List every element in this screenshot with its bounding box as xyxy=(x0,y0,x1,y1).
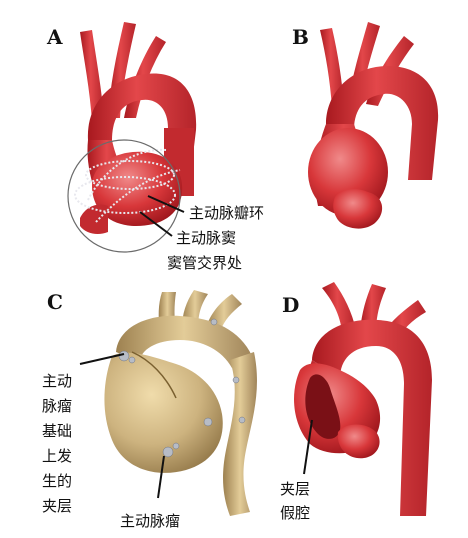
panel-b-letter: B xyxy=(292,25,309,49)
panel-a-label-sinus: 主动脉窦 xyxy=(176,229,236,247)
panel-d-label-false-lumen-line-1: 夹层 xyxy=(280,480,310,498)
panel-c-3d-aorta-reconstruction xyxy=(104,290,257,516)
panel-a: A 主动脉瓣环 主动脉 xyxy=(46,22,264,272)
panel-d-leader-line xyxy=(303,419,313,475)
panel-b: B xyxy=(292,22,439,229)
panel-c-letter: C xyxy=(47,290,63,314)
panel-c-label-aneurysm: 主动脉瘤 xyxy=(120,512,180,530)
panel-a-leader-lines xyxy=(139,195,185,237)
panel-c-label-dissection-line-3: 基础 xyxy=(42,422,72,440)
panel-b-aorta-illustration xyxy=(308,22,439,229)
panel-a-label-annulus: 主动脉瓣环 xyxy=(189,204,264,222)
panel-d: D 夹层 假腔 xyxy=(280,282,432,522)
panel-a-label-stj: 窦管交界处 xyxy=(167,254,242,272)
panel-c-label-dissection-line-6: 夹层 xyxy=(42,497,72,515)
panel-d-aorta-illustration xyxy=(294,282,432,516)
panel-c: C xyxy=(42,290,257,530)
panel-d-label-false-lumen-line-2: 假腔 xyxy=(280,504,310,522)
panel-c-label-dissection-line-5: 生的 xyxy=(42,472,72,490)
panel-c-leader-lines xyxy=(79,353,165,499)
panel-a-letter: A xyxy=(46,25,63,49)
panel-a-aorta-illustration xyxy=(67,22,197,253)
panel-d-letter: D xyxy=(282,293,299,317)
panel-c-label-dissection-line-4: 上发 xyxy=(42,447,72,465)
panel-c-label-dissection-line-1: 主动 xyxy=(42,372,72,390)
panel-c-label-dissection-line-2: 脉瘤 xyxy=(42,397,72,415)
